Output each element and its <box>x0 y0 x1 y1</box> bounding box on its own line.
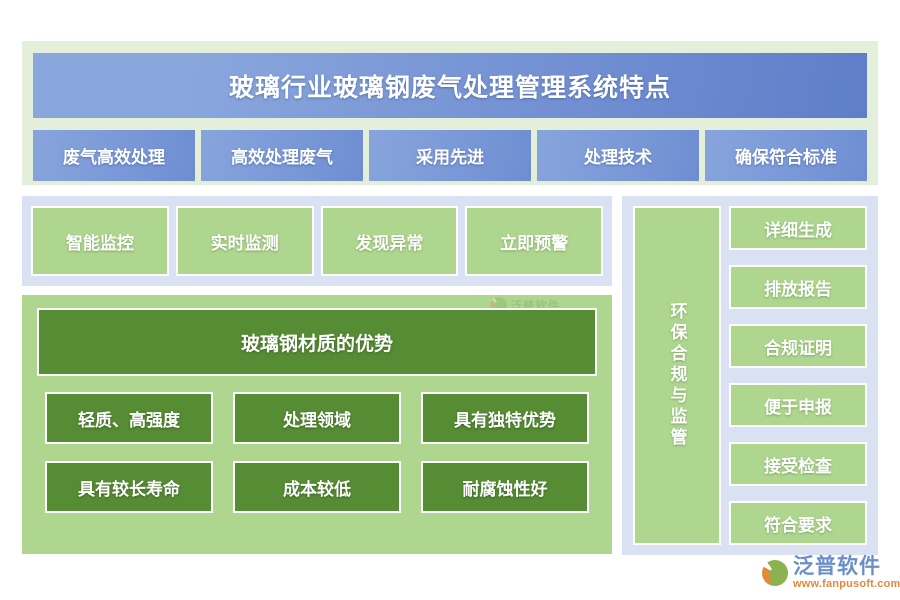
advantage-label: 耐腐蚀性好 <box>462 479 548 499</box>
advantage-label: 成本较低 <box>283 479 351 499</box>
header-chip[interactable]: 采用先进 <box>369 130 531 181</box>
header-chip[interactable]: 废气高效处理 <box>33 130 195 181</box>
monitoring-chip-label: 智能监控 <box>65 233 134 253</box>
compliance-item-label: 合规证明 <box>764 338 832 358</box>
header-chip-label: 高效处理废气 <box>231 148 333 167</box>
brand-url: www.fanpusoft.com <box>793 578 900 590</box>
advantage-cell[interactable]: 具有较长寿命 <box>45 461 213 513</box>
compliance-vertical-label: 环保合规与监管 <box>633 206 721 545</box>
compliance-item[interactable]: 排放报告 <box>729 265 867 309</box>
left-column: 智能监控 实时监测 发现异常 立即预警 泛普软件 玻璃钢材质的优势 <box>22 196 612 554</box>
compliance-item[interactable]: 符合要求 <box>729 501 867 545</box>
compliance-item-label: 详细生成 <box>764 220 832 240</box>
advantage-cell[interactable]: 处理领域 <box>233 392 401 444</box>
monitoring-chip[interactable]: 智能监控 <box>31 206 169 276</box>
advantage-label: 具有较长寿命 <box>78 479 180 499</box>
monitoring-chip[interactable]: 发现异常 <box>320 206 459 276</box>
advantages-panel: 泛普软件 玻璃钢材质的优势 轻质、高强度 处理领域 具有独特优势 具有较长寿命 <box>22 295 612 554</box>
compliance-list: 详细生成 排放报告 合规证明 便于申报 接受检查 符合要求 <box>729 206 867 545</box>
header-chip[interactable]: 处理技术 <box>537 130 699 181</box>
header-chip-label: 废气高效处理 <box>63 148 165 167</box>
compliance-item-label: 符合要求 <box>764 515 832 535</box>
compliance-item[interactable]: 合规证明 <box>729 324 867 368</box>
compliance-item[interactable]: 接受检查 <box>729 442 867 486</box>
header-chip-label: 采用先进 <box>416 148 484 167</box>
header-panel: 玻璃行业玻璃钢废气处理管理系统特点 废气高效处理 高效处理废气 采用先进 处理技… <box>22 41 878 185</box>
advantage-cell[interactable]: 耐腐蚀性好 <box>421 461 589 513</box>
advantage-cell[interactable]: 轻质、高强度 <box>45 392 213 444</box>
advantage-cell[interactable]: 成本较低 <box>233 461 401 513</box>
header-chip[interactable]: 高效处理废气 <box>201 130 363 181</box>
fanpu-logo-icon <box>762 560 788 586</box>
compliance-item-label: 便于申报 <box>764 397 832 417</box>
advantages-banner: 玻璃钢材质的优势 <box>37 308 597 376</box>
advantage-cell[interactable]: 具有独特优势 <box>421 392 589 444</box>
header-chip-row: 废气高效处理 高效处理废气 采用先进 处理技术 确保符合标准 <box>33 130 867 181</box>
advantages-banner-label: 玻璃钢材质的优势 <box>240 333 393 355</box>
compliance-panel: 环保合规与监管 详细生成 排放报告 合规证明 便于申报 接受检查 符合要求 <box>622 196 878 555</box>
brand-logo: 泛普软件 www.fanpusoft.com <box>762 556 900 590</box>
compliance-item[interactable]: 详细生成 <box>729 206 867 250</box>
page-title: 玻璃行业玻璃钢废气处理管理系统特点 <box>228 73 671 102</box>
advantage-label: 轻质、高强度 <box>78 410 180 430</box>
header-chip[interactable]: 确保符合标准 <box>705 130 867 181</box>
monitoring-chip-label: 立即预警 <box>500 233 569 253</box>
advantages-grid: 轻质、高强度 处理领域 具有独特优势 具有较长寿命 成本较低 耐腐蚀性好 <box>37 392 597 513</box>
page-title-bar: 玻璃行业玻璃钢废气处理管理系统特点 <box>33 53 867 118</box>
header-chip-label: 处理技术 <box>584 148 652 167</box>
header-chip-label: 确保符合标准 <box>735 148 837 167</box>
monitoring-panel: 智能监控 实时监测 发现异常 立即预警 <box>22 196 612 286</box>
advantage-label: 具有独特优势 <box>454 410 556 430</box>
monitoring-chip[interactable]: 立即预警 <box>465 206 603 276</box>
brand-name: 泛普软件 <box>793 555 881 578</box>
compliance-item-label: 排放报告 <box>764 279 832 299</box>
compliance-vertical-text: 环保合规与监管 <box>667 302 687 449</box>
compliance-item-label: 接受检查 <box>764 456 832 476</box>
monitoring-chip-label: 发现异常 <box>355 233 424 253</box>
brand-text: 泛普软件 www.fanpusoft.com <box>793 556 900 590</box>
monitoring-chip[interactable]: 实时监测 <box>175 206 314 276</box>
compliance-item[interactable]: 便于申报 <box>729 383 867 427</box>
advantage-label: 处理领域 <box>283 410 351 430</box>
monitoring-chip-label: 实时监测 <box>210 233 279 253</box>
